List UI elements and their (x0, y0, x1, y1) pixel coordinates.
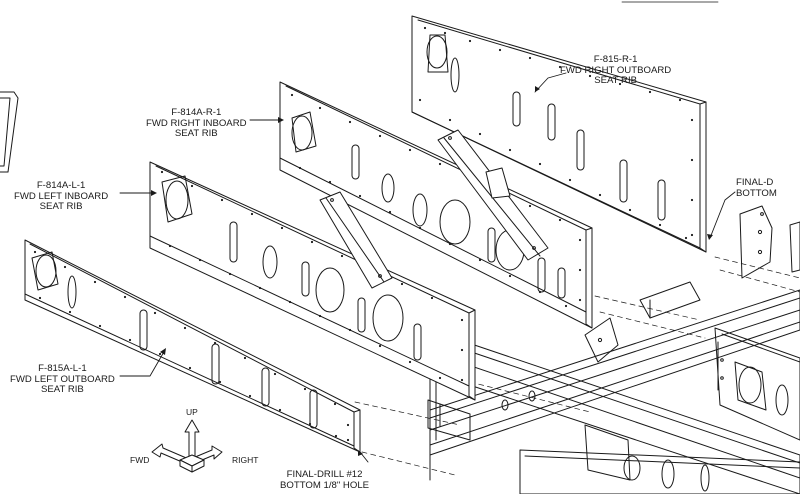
callout-final-drill: FINAL-DRILL #12 BOTTOM 1/8" HOLE (280, 469, 370, 491)
axis-origin-box (179, 454, 205, 473)
lateral-channel (429, 289, 800, 481)
callout-description: FWD LEFT INBOARD (14, 190, 109, 202)
rib-f815al (24, 239, 361, 453)
callout-part-number: F-814A-L-1 (36, 180, 86, 191)
axis-label-up: UP (186, 407, 198, 417)
callout-leader-lines (119, 72, 736, 463)
axis-label-right: RIGHT (232, 455, 259, 465)
callout-f815r: F-815-R-1 FWD RIGHT OUTBOARD SEAT RIB (560, 54, 672, 87)
callout-instruction: BOTTOM (736, 187, 777, 199)
callout-instruction: BOTTOM 1/8" HOLE (280, 479, 370, 491)
callout-description: FWD RIGHT OUTBOARD (560, 64, 672, 76)
partial-part-left-edge (0, 91, 19, 173)
callout-f814al: F-814A-L-1 FWD LEFT INBOARD SEAT RIB (14, 180, 109, 213)
bottom-seat-rib (519, 424, 800, 494)
callout-description: SEAT RIB (40, 384, 84, 395)
callout-part-number: F-815A-L-1 (38, 363, 87, 374)
callout-description: SEAT RIB (39, 201, 83, 212)
axis-label-fwd: FWD (130, 455, 150, 465)
rib-f815r (411, 15, 707, 253)
callout-f814ar: F-814A-R-1 FWD RIGHT INBOARD SEAT RIB (146, 107, 247, 140)
callout-description: FWD LEFT OUTBOARD (10, 373, 115, 385)
callout-part-number: F-814A-R-1 (171, 107, 222, 118)
rib-f814al (149, 161, 476, 401)
rib-f814ar (279, 81, 593, 329)
callout-description: SEAT RIB (594, 75, 638, 86)
callout-part-number: F-815-R-1 (593, 54, 638, 65)
callout-description: FWD RIGHT INBOARD (146, 117, 247, 129)
gusset-bracket-right (739, 205, 800, 279)
callout-description: SEAT RIB (174, 128, 218, 139)
center-junction-bracket (584, 281, 701, 363)
callout-f815al: F-815A-L-1 FWD LEFT OUTBOARD SEAT RIB (10, 363, 115, 396)
right-lower-seat-rib (714, 327, 800, 441)
callout-instruction: FINAL-DRILL #12 (286, 469, 363, 480)
orientation-axes (151, 419, 223, 473)
callout-final-drill-cut: FINAL-D BOTTOM (736, 177, 777, 199)
longitudinal-spar (427, 329, 800, 494)
callout-instruction: FINAL-D (736, 177, 774, 188)
